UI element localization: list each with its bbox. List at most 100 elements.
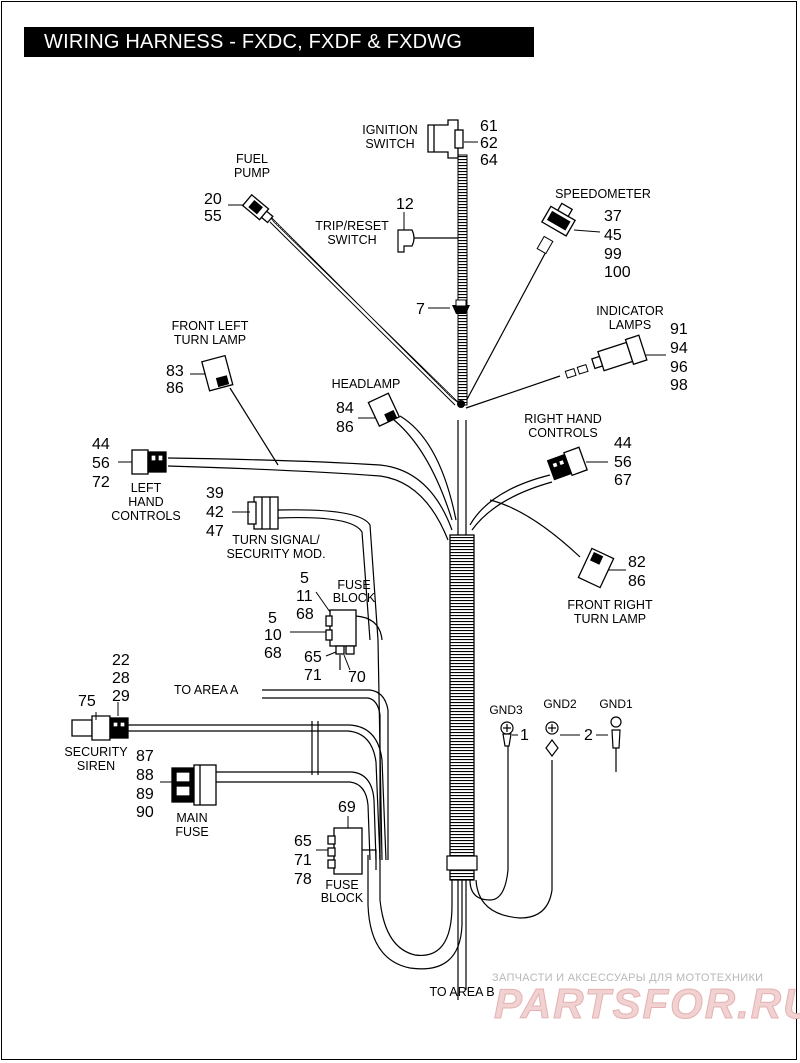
fuse-block-lower — [327, 827, 363, 875]
trip-reset-switch-connector — [397, 229, 415, 253]
main-fuse-connector — [171, 764, 217, 806]
harness-wires — [128, 155, 581, 1000]
gnd2-label: GND2 — [543, 697, 577, 711]
page-title: WIRING HARNESS - FXDC, FXDF & FXDWG — [24, 27, 534, 57]
gnd3-ref: 1 — [520, 727, 529, 744]
main-fuse-ref-3: 89 — [136, 786, 154, 803]
fuse-block-upper — [325, 609, 357, 655]
indicator-lamps-connector — [591, 334, 648, 372]
fuse-upper-top-ref-1: 5 — [300, 570, 309, 587]
right-hand-controls-label-2: CONTROLS — [528, 426, 597, 440]
fuel-pump-label-1: FUEL — [236, 152, 268, 166]
fuse-upper-left-ref-3: 68 — [264, 645, 282, 662]
watermark-caption: ЗАПЧАСТИ И АКСЕССУАРЫ ДЛЯ МОТОТЕХНИКИ — [492, 972, 763, 984]
left-hand-controls-label-2: HAND — [128, 495, 163, 509]
left-hand-controls-label-3: CONTROLS — [111, 509, 180, 523]
fuse-lower-left-ref-3: 78 — [294, 871, 312, 888]
trip-switch-ref: 12 — [396, 196, 414, 213]
fuse-upper-right-ref: 70 — [348, 669, 366, 686]
front-right-turn-lamp-connector — [577, 547, 615, 589]
siren-left-ref: 75 — [78, 693, 96, 710]
indicator-lamps-label-1: INDICATOR — [596, 304, 664, 318]
to-area-b-label: TO AREA B — [429, 985, 494, 999]
main-fuse-label-1: MAIN — [176, 811, 207, 825]
fuse-upper-label-1: FUSE — [337, 578, 370, 592]
gnd2-ref: 2 — [584, 727, 593, 744]
front-right-turn-ref-2: 86 — [628, 573, 646, 590]
speedometer-ref-4: 100 — [604, 264, 631, 281]
headlamp-ref-2: 86 — [336, 419, 354, 436]
indicator-ref-4: 98 — [670, 377, 688, 394]
turn-signal-ref-2: 42 — [206, 504, 224, 521]
right-hand-controls-connector — [546, 446, 588, 481]
turn-signal-ref-3: 47 — [206, 523, 224, 540]
fuse-upper-label-2: BLOCK — [333, 591, 376, 605]
trip-switch-label-1: TRIP/RESET — [315, 219, 389, 233]
gnd3-label: GND3 — [489, 703, 523, 717]
speedometer-ref-1: 37 — [604, 208, 622, 225]
indicator-lamp-sleeves — [564, 363, 589, 379]
fuel-pump-connector — [241, 193, 274, 224]
ignition-switch-connector — [427, 119, 464, 159]
front-left-turn-ref-2: 86 — [166, 380, 184, 397]
front-left-turn-lamp-label-1: FRONT LEFT — [172, 319, 249, 333]
fuse-upper-bottom-ref-1: 65 — [304, 649, 322, 666]
fuse-lower-label-2: BLOCK — [321, 891, 364, 905]
indicator-ref-1: 91 — [670, 321, 688, 338]
main-fuse-ref-1: 87 — [136, 748, 154, 765]
turn-signal-label-1: TURN SIGNAL/ — [232, 533, 320, 547]
fuse-upper-top-ref-2: 11 — [296, 588, 313, 605]
indicator-ref-2: 94 — [670, 340, 688, 357]
fuse-lower-left-ref-1: 65 — [294, 833, 312, 850]
turn-signal-ref-1: 39 — [206, 485, 224, 502]
gnd2-terminal — [545, 721, 559, 757]
harness-clip — [452, 299, 470, 314]
right-hand-ref-3: 67 — [614, 472, 632, 489]
gnd1-label: GND1 — [599, 697, 633, 711]
clip-ref: 7 — [416, 301, 425, 318]
leader-lines — [95, 141, 666, 851]
fuse-upper-left-ref-1: 5 — [268, 610, 277, 627]
conduit-end-sleeve — [446, 855, 478, 871]
ignition-ref-3: 64 — [480, 152, 498, 169]
main-conduit — [449, 534, 475, 881]
trip-switch-label-2: SWITCH — [327, 233, 376, 247]
front-left-turn-lamp-connector — [201, 354, 234, 392]
front-right-turn-lamp-label-2: TURN LAMP — [574, 612, 646, 626]
watermark-logo: PARTSFOR.RU — [494, 980, 800, 1027]
left-hand-ref-2: 56 — [92, 455, 110, 472]
headlamp-ref-1: 84 — [336, 400, 354, 417]
fuel-pump-ref-2: 55 — [204, 208, 222, 225]
front-right-turn-ref-1: 82 — [628, 554, 646, 571]
main-fuse-ref-2: 88 — [136, 767, 154, 784]
turn-signal-label-2: SECURITY MOD. — [226, 547, 325, 561]
fuse-lower-left-ref-2: 71 — [294, 852, 312, 869]
right-hand-controls-label-1: RIGHT HAND — [524, 412, 602, 426]
to-area-a-label: TO AREA A — [174, 683, 239, 697]
fuel-pump-label-2: PUMP — [234, 166, 270, 180]
left-hand-controls-connector — [131, 449, 167, 475]
fuse-lower-top-ref: 69 — [338, 799, 356, 816]
turn-signal-module-connector — [247, 496, 279, 530]
siren-top-ref-3: 29 — [112, 688, 130, 705]
gnd3-terminal — [500, 721, 514, 747]
indicator-ref-3: 96 — [670, 359, 688, 376]
speedometer-ref-3: 99 — [604, 246, 622, 263]
main-fuse-ref-4: 90 — [136, 804, 154, 821]
left-hand-controls-label-1: LEFT — [131, 481, 162, 495]
left-hand-ref-1: 44 — [92, 436, 110, 453]
ignition-switch-label-2: SWITCH — [365, 137, 414, 151]
fuel-pump-ref-1: 20 — [204, 191, 222, 208]
ignition-switch-label-1: IGNITION — [362, 123, 418, 137]
ignition-ref-2: 62 — [480, 135, 498, 152]
headlamp-connector — [367, 392, 401, 427]
security-siren-label-2: SIREN — [77, 759, 115, 773]
right-hand-ref-1: 44 — [614, 435, 632, 452]
component-labels: IGNITION SWITCH 61 62 64 FUEL PUMP 20 55… — [64, 118, 688, 999]
front-left-turn-lamp-label-2: TURN LAMP — [174, 333, 246, 347]
fuse-upper-left-ref-2: 10 — [264, 627, 282, 644]
speedometer-sleeve — [536, 235, 554, 255]
speedometer-label: SPEEDOMETER — [555, 187, 651, 201]
